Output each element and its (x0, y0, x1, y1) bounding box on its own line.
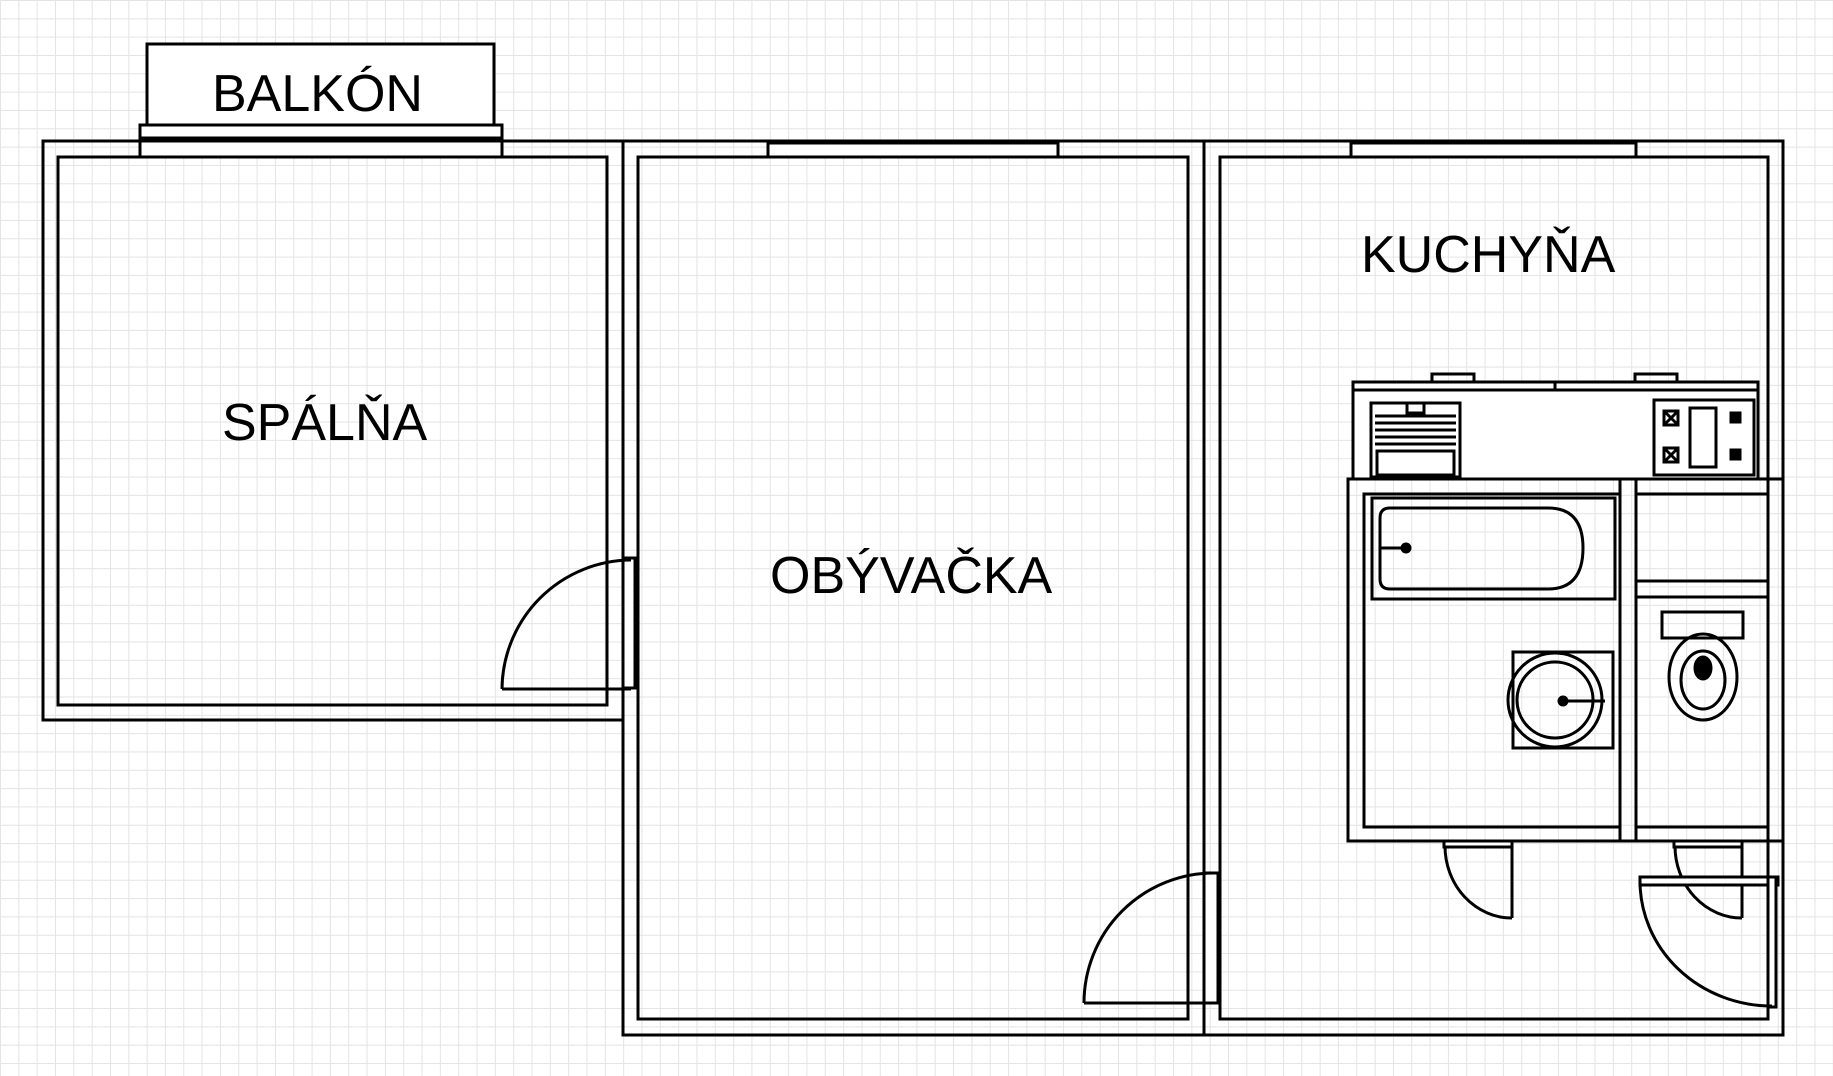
door-swing-icon (1082, 871, 1220, 1005)
room-label-balcony: BALKÓN (212, 65, 423, 123)
door-swing-icon (500, 556, 637, 691)
room-label-bedroom: SPÁLŇA (222, 394, 428, 452)
room-label-kitchen: KUCHYŇA (1361, 226, 1616, 284)
bedroom-window (138, 139, 504, 159)
toilet-icon (1660, 610, 1745, 722)
room-label-living-room: OBÝVAČKA (770, 547, 1053, 605)
kitchen-window (1349, 141, 1638, 159)
living-room-window (766, 141, 1060, 159)
door-swing-icon (1638, 875, 1780, 1009)
kitchen-counter (1351, 372, 1760, 481)
door-swing-icon (1442, 839, 1514, 920)
oven-icon (1369, 401, 1462, 479)
bathtub-icon (1370, 496, 1617, 601)
stove-icon (1652, 398, 1756, 477)
bathroom-walls (1346, 477, 1785, 843)
sink-icon (1506, 650, 1615, 750)
